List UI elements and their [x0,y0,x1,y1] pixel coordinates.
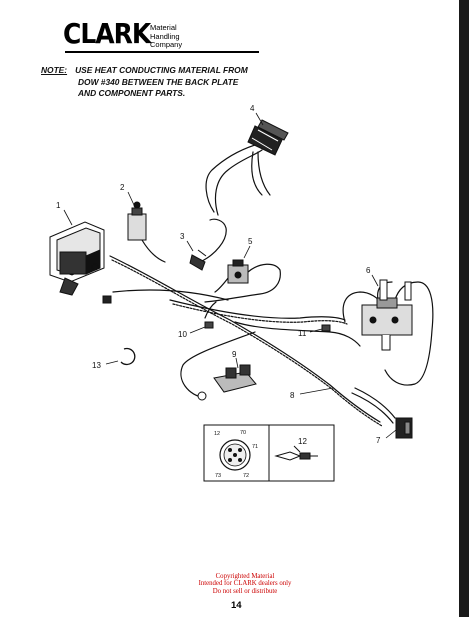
connector-face-icon [219,439,251,471]
inset-label-12: 12 [298,437,307,446]
note-block: NOTE: USE HEAT CONDUCTING MATERIAL FROM D… [41,65,361,100]
callout-5: 5 [248,237,253,246]
note-line-1: USE HEAT CONDUCTING MATERIAL FROM [75,65,248,75]
inset-pin-72: 72 [243,473,249,479]
company-subtitle: Material Handling Company [150,23,183,50]
detail-inset: 12 70 71 73 72 12 [203,424,335,482]
inset-pin-73: 73 [215,473,221,479]
display-module-1 [49,221,112,304]
connector-10 [204,321,214,329]
relay-block-9 [197,364,257,401]
plug-connector-4 [247,119,289,156]
callout-7: 7 [376,436,381,445]
sensor-5 [227,259,249,284]
callout-2: 2 [120,183,125,192]
viewer-background [459,0,469,617]
header-rule [65,51,259,53]
clark-logo: CLARK [63,17,151,50]
note-label: NOTE: [41,65,68,75]
callout-4: 4 [250,104,255,113]
callout-8: 8 [290,391,295,400]
inset-pin-70: 70 [240,430,246,436]
watermark-line-1: Copyrighted Material [215,573,275,580]
inset-pin-12: 12 [214,431,220,437]
switch-2 [127,201,147,241]
callout-10: 10 [178,330,187,339]
inset-pin-71: 71 [252,444,258,450]
watermark-line-3: Do not sell or distribute [212,587,278,595]
connector-7 [395,417,413,439]
valve-block-6 [361,279,413,351]
copyright-watermark: Copyrighted Material Intended for CLARK … [130,573,360,595]
page-number: 14 [231,600,242,611]
callout-3: 3 [180,232,185,241]
wiring-harness-diagram: 1 2 3 4 5 6 7 8 9 10 11 13 12 70 [49,104,434,482]
logo-line-1: Material [150,23,177,32]
logo-line-3: Company [150,40,183,49]
callout-6: 6 [366,266,371,275]
callout-9: 9 [232,350,237,359]
ring-13 [120,347,136,366]
wire-terminal-icon [274,445,318,461]
connector-3 [189,249,207,271]
plug-11 [321,324,331,332]
callout-11: 11 [298,329,307,338]
main-harness [109,255,381,423]
watermark-line-2: Intended for CLARK dealers only [198,580,292,588]
note-line-2: DOW #340 BETWEEN THE BACK PLATE [78,76,239,87]
callout-13: 13 [92,361,101,370]
note-line-3: AND COMPONENT PARTS. [78,88,186,98]
callout-1: 1 [56,201,61,210]
logo-line-2: Handling [150,31,180,41]
